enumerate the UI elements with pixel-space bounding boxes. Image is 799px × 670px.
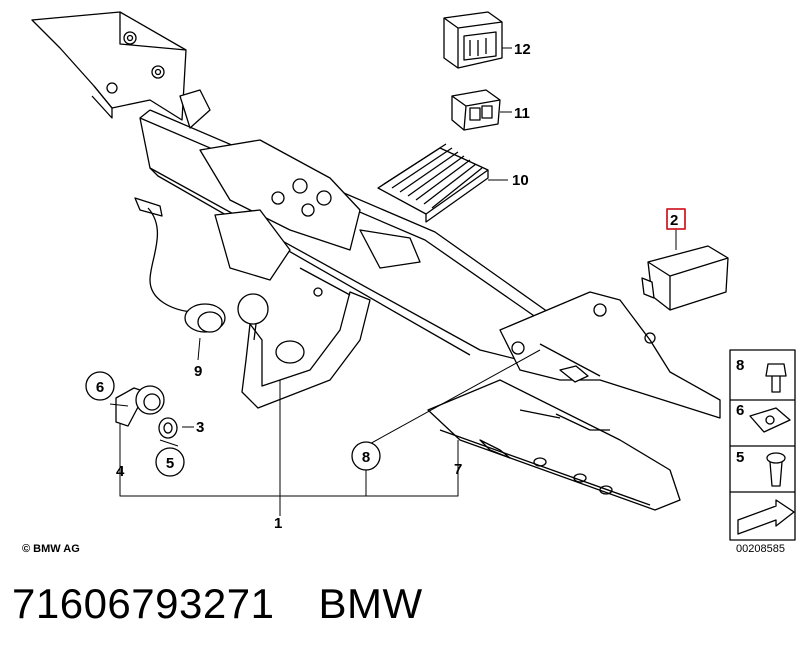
- connector-small: [451, 89, 501, 131]
- right-mounting-bracket: [499, 291, 721, 419]
- legend-label-5: 5: [736, 449, 744, 466]
- leader-lines: [109, 47, 677, 516]
- central-clamp: [179, 89, 421, 281]
- legend-panel: [729, 349, 796, 541]
- cover-cap: [115, 385, 165, 427]
- part-number: 71606793271: [12, 580, 275, 627]
- connector-large: [443, 11, 503, 69]
- callout-11: 11: [514, 105, 530, 122]
- callout-6: 6: [96, 379, 104, 396]
- callout-5: 5: [166, 455, 174, 472]
- callout-4: 4: [116, 463, 125, 480]
- callout-3: 3: [196, 419, 204, 436]
- legend-label-6: 6: [736, 402, 744, 419]
- control-module: [641, 245, 729, 311]
- circle-callout-8: [351, 441, 381, 471]
- callout-9: 9: [194, 363, 202, 380]
- callout-7: 7: [454, 461, 462, 478]
- legend-label-8: 8: [736, 357, 744, 374]
- circle-callout-5: [155, 447, 185, 477]
- callout-1: 1: [274, 515, 282, 532]
- brand-name: BMW: [318, 580, 423, 627]
- tow-ball-bar: [237, 267, 371, 409]
- left-mounting-bracket: [31, 11, 187, 121]
- callout-10: 10: [512, 172, 529, 189]
- diagram-reference-number: 00208585: [736, 543, 785, 555]
- heat-sink-module: [377, 143, 489, 223]
- copyright-text: © BMW AG: [22, 543, 80, 555]
- small-nut: [158, 417, 178, 439]
- callout-12: 12: [514, 41, 531, 58]
- caption: 71606793271 BMW: [12, 580, 467, 628]
- circle-callout-6: [85, 371, 115, 401]
- callout-2: 2: [670, 212, 678, 229]
- callout-8: 8: [362, 449, 370, 466]
- socket-with-cable: [134, 197, 226, 333]
- lower-brace: [427, 379, 681, 511]
- highlight-box: [666, 208, 686, 230]
